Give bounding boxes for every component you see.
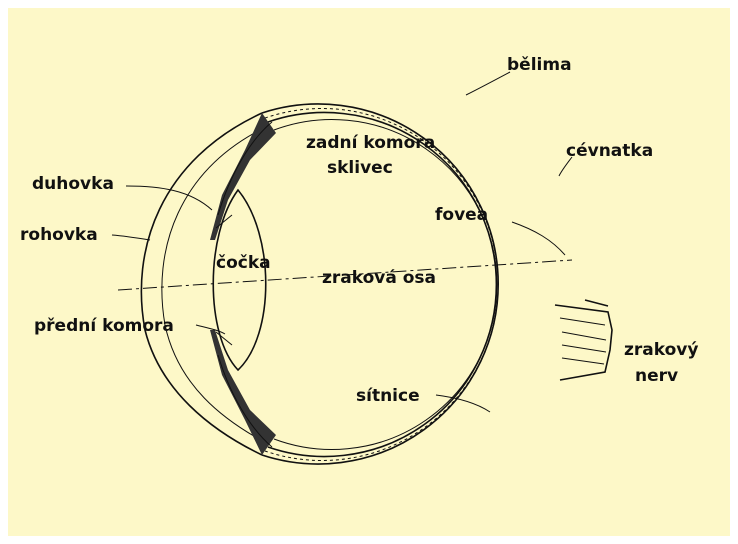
label-cocka: čočka — [216, 253, 271, 273]
label-duhovka: duhovka — [32, 174, 114, 194]
leader-rohovka — [112, 235, 150, 240]
label-sklivec: sklivec — [327, 158, 393, 178]
label-cevnatka: cévnatka — [566, 141, 653, 161]
label-predni-komora: přední komora — [34, 316, 174, 336]
label-rohovka: rohovka — [20, 225, 98, 245]
cornea-inner — [162, 125, 270, 445]
optic-nerve — [555, 300, 612, 380]
leader-fovea — [512, 222, 565, 255]
label-nerv: nerv — [635, 366, 678, 386]
label-zrakovy: zrakový — [624, 340, 698, 360]
label-zrakova-osa: zraková osa — [322, 268, 436, 288]
label-fovea: fovea — [435, 205, 488, 225]
label-belima: bělima — [507, 55, 572, 75]
leader-predni-komora — [196, 325, 225, 334]
label-zadni-komora: zadní komora — [306, 133, 435, 153]
leader-duhovka — [126, 186, 212, 210]
leader-sitnice — [436, 395, 490, 412]
label-sitnice: sítnice — [356, 386, 420, 406]
leader-belima — [466, 72, 510, 95]
